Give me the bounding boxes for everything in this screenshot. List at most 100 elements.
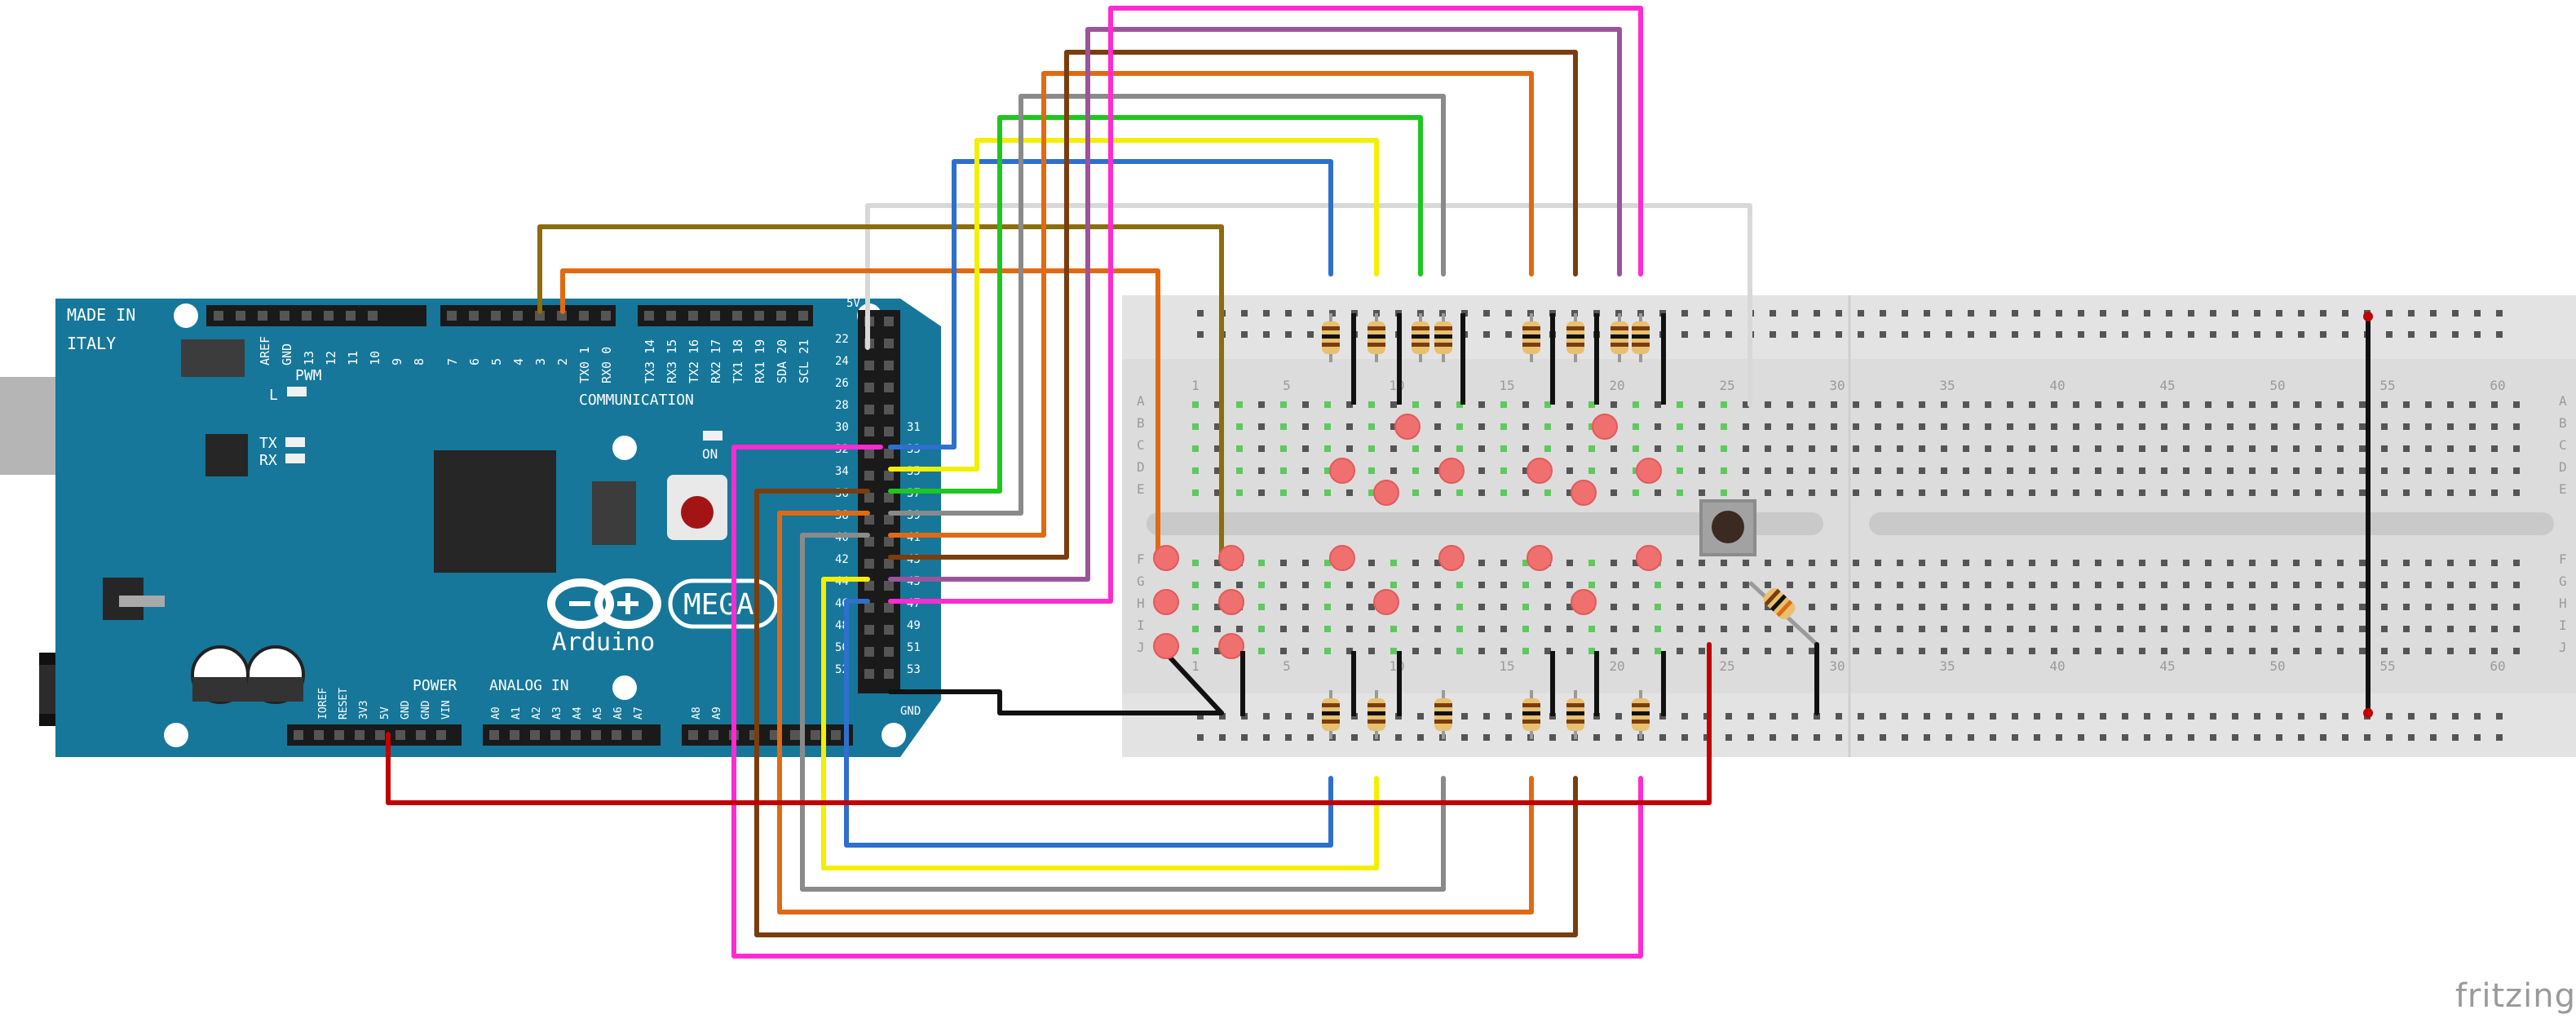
col-number-15: 15 — [1499, 378, 1514, 393]
header-pin — [864, 625, 874, 635]
breadboard-hole — [2403, 582, 2410, 588]
breadboard-hole — [1522, 489, 1529, 496]
breadboard-hole — [1522, 401, 1529, 408]
svg-text:26: 26 — [835, 377, 849, 390]
wire-end — [2363, 708, 2373, 718]
header-pin — [864, 647, 874, 657]
breadboard-hole — [1280, 560, 1287, 566]
reset-button-cap[interactable] — [681, 496, 714, 529]
rail-hole — [1770, 310, 1776, 317]
rail-hole — [2254, 734, 2260, 741]
svg-text:A1: A1 — [510, 706, 523, 720]
breadboard-hole — [1787, 560, 1793, 566]
header-pin — [884, 603, 894, 613]
breadboard-hole — [1544, 604, 1551, 610]
breadboard-hole — [1258, 582, 1265, 588]
breadboard-hole — [2073, 401, 2079, 408]
rail-hole — [2320, 713, 2326, 720]
resistor-band — [1368, 334, 1385, 339]
rail-hole — [1483, 331, 1490, 338]
breadboard-hole — [1522, 648, 1529, 654]
breadboard-hole — [1214, 604, 1221, 610]
breadboard-hole — [1963, 648, 1969, 654]
header-pin — [884, 383, 894, 392]
row-label-i: I — [1137, 618, 1145, 633]
breadboard-hole — [2029, 489, 2035, 496]
breadboard-hole — [2491, 423, 2498, 430]
rail-hole — [1307, 331, 1314, 338]
push-button[interactable] — [1699, 499, 1756, 556]
breadboard-hole — [2095, 445, 2101, 452]
breadboard-hole — [2161, 423, 2167, 430]
breadboard-hole — [1633, 489, 1639, 496]
rail-hole — [1880, 713, 1886, 720]
header-pin — [710, 311, 720, 321]
resistor-band — [1434, 334, 1452, 339]
breadboard-hole — [1941, 626, 1947, 632]
breadboard-hole — [1919, 604, 1925, 610]
breadboard-hole — [1875, 423, 1881, 430]
breadboard-hole — [1721, 626, 1727, 632]
breadboard-hole — [1919, 560, 1925, 566]
breadboard-hole — [2513, 445, 2520, 452]
breadboard-hole — [2337, 648, 2344, 654]
header-pin — [884, 405, 894, 414]
rail-hole — [1792, 713, 1798, 720]
breadboard-hole — [1853, 560, 1859, 566]
header-pin — [601, 311, 611, 321]
rail-hole — [2474, 713, 2481, 720]
rail-hole — [1924, 734, 1930, 741]
breadboard-hole — [1434, 582, 1441, 588]
resistor-band — [1611, 334, 1628, 339]
breadboard-hole — [1611, 648, 1617, 654]
breadboard-hole — [2337, 582, 2344, 588]
breadboard-hole — [1500, 467, 1507, 474]
breadboard-hole — [1765, 582, 1771, 588]
breadboard-hole — [2205, 467, 2211, 474]
breadboard-hole — [2029, 423, 2035, 430]
breadboard-hole — [2403, 423, 2410, 430]
breadboard-hole — [2293, 489, 2300, 496]
breadboard-hole — [1346, 648, 1353, 654]
rail-hole — [2188, 713, 2194, 720]
row-label-i-right: I — [2559, 618, 2567, 633]
power-label: POWER — [413, 677, 457, 694]
breadboard-hole — [1809, 560, 1815, 566]
svg-text:RX0 0: RX0 0 — [599, 347, 614, 383]
breadboard-hole — [1985, 445, 1991, 452]
wire-brown — [888, 50, 1578, 560]
svg-text:RX3 15: RX3 15 — [665, 339, 679, 383]
breadboard-hole — [1544, 582, 1551, 588]
led — [1373, 589, 1399, 615]
rail-hole — [1968, 331, 1974, 338]
breadboard-hole — [1236, 626, 1243, 632]
breadboard-hole — [1699, 626, 1705, 632]
usb-chip — [205, 434, 248, 476]
header-pin — [688, 730, 698, 740]
rail-hole — [1615, 713, 1622, 720]
breadboard-hole — [1258, 648, 1265, 654]
breadboard-hole — [1699, 560, 1705, 566]
breadboard-hole — [1368, 626, 1375, 632]
rail-hole — [1902, 310, 1908, 317]
breadboard-hole — [1368, 401, 1375, 408]
header-pin — [864, 471, 874, 480]
breadboard-hole — [2491, 626, 2498, 632]
breadboard-hole — [2271, 445, 2278, 452]
led-rx — [285, 454, 305, 463]
breadboard-hole — [1875, 626, 1881, 632]
breadboard-hole — [2403, 560, 2410, 566]
breadboard-hole — [1963, 489, 1969, 496]
header-pin — [214, 311, 223, 321]
breadboard-hole — [2381, 604, 2388, 610]
breadboard-hole — [2315, 582, 2322, 588]
breadboard-hole — [1434, 560, 1441, 566]
row-label-h-right: H — [2559, 596, 2567, 611]
resistor-band — [1566, 703, 1584, 707]
breadboard-hole — [1500, 648, 1507, 654]
breadboard-hole — [1941, 467, 1947, 474]
header-pin — [510, 730, 519, 740]
breadboard-hole — [1588, 648, 1595, 654]
breadboard-hole — [1897, 423, 1903, 430]
rail-hole — [1351, 734, 1358, 741]
